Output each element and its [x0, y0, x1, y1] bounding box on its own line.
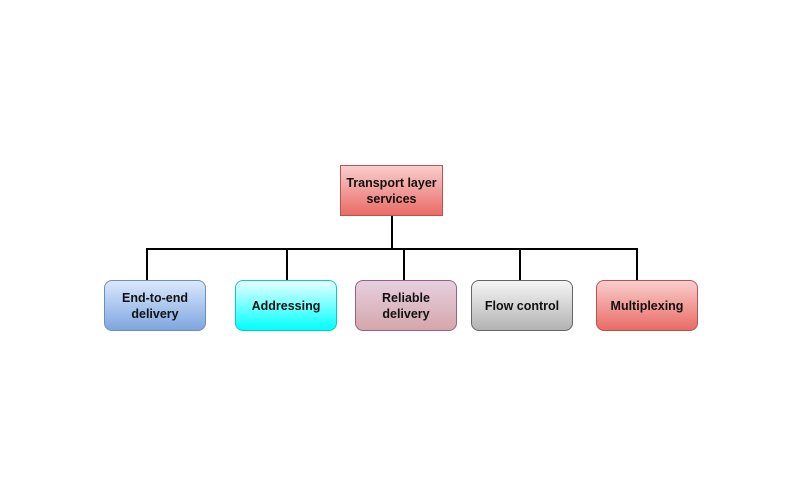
child-node-multiplexing: Multiplexing	[596, 280, 698, 331]
child-node-reliable-delivery: Reliable delivery	[355, 280, 457, 331]
child-node-addressing: Addressing	[235, 280, 337, 331]
root-node-transport-layer-services: Transport layer services	[340, 165, 443, 216]
child-node-flow-control: Flow control	[471, 280, 573, 331]
child-node-end-to-end-delivery: End-to-end delivery	[104, 280, 206, 331]
